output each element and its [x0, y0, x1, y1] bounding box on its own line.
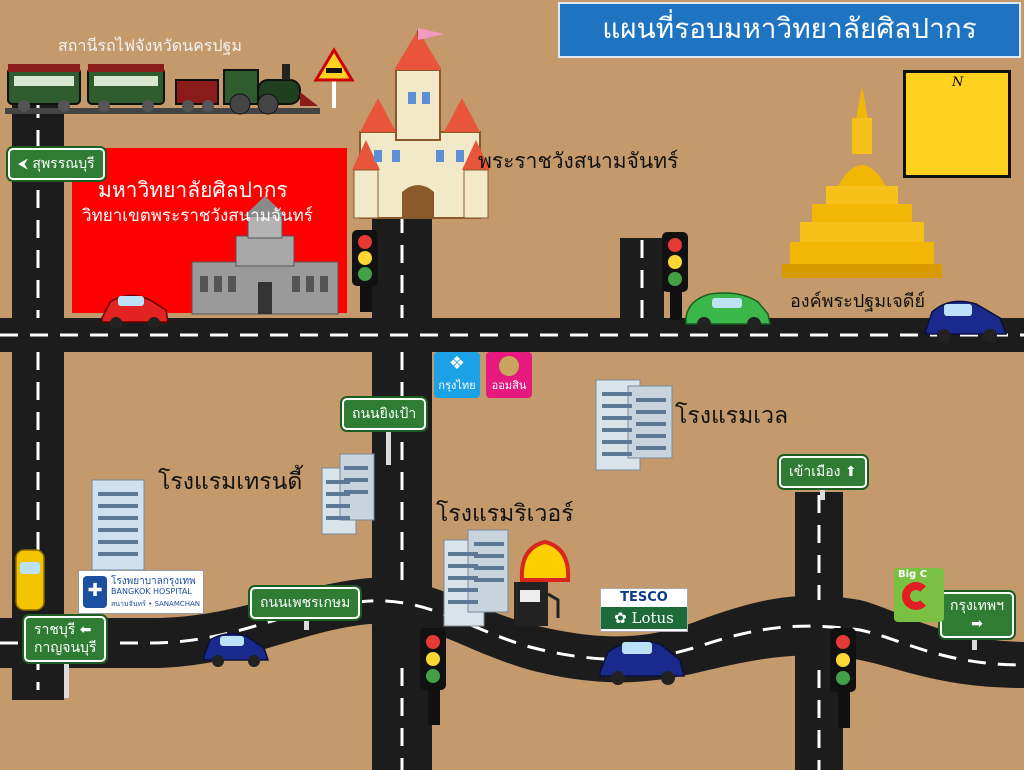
arrow-left-icon: ⬅ [79, 622, 92, 638]
car-yellow-taxi [15, 549, 45, 611]
car-blue-center [599, 640, 685, 685]
label-chedi: องค์พระปฐมเจดีย์ [790, 291, 925, 312]
label-hotel-river: โรงแรมริเวอร์ [436, 501, 574, 527]
railway-crossing-sign [313, 47, 355, 108]
compass-box: N [903, 70, 1011, 178]
sign-phetkasem-road: ถนนเพชรเกษม [250, 587, 361, 619]
hospital-thai-name: โรงพยาบาลกรุงเทพ [111, 576, 196, 587]
bangkok-hospital-logo: ✚ โรงพยาบาลกรุงเทพ BANGKOK HOSPITAL สนาม… [78, 570, 204, 614]
sign-suphanburi: ⮜ สุพรรณบุรี [8, 148, 105, 180]
tesco-label: TESCO [620, 590, 668, 605]
sign-kanchanaburi-label: กาญจนบุรี [34, 640, 97, 656]
sign-city: เข้าเมือง ⬆ [779, 456, 867, 488]
lotus-label: Lotus [631, 609, 674, 627]
train-illustration [5, 64, 320, 115]
big-c-label: Big C [898, 569, 928, 580]
hospital-branch: สนามจันทร์ • SANAMCHAN [111, 600, 201, 608]
sign-bangkok: กรุงเทพฯ ➡ [940, 592, 1014, 638]
sign-bangkok-label: กรุงเทพฯ [950, 598, 1004, 614]
map-title: แผนที่รอบมหาวิทยาลัยศิลปากร [558, 2, 1021, 58]
gsb-emblem-icon [499, 356, 519, 376]
krungthai-label: กรุงไทย [438, 379, 476, 392]
hospital-cross-icon: ✚ [83, 576, 107, 608]
hospital-english-name: BANGKOK HOSPITAL [111, 587, 192, 596]
sign-yingpao-road: ถนนยิงเป้า [342, 398, 427, 430]
traffic-light-hotel-road [662, 232, 688, 320]
traffic-light-palace [352, 230, 378, 312]
lotus-row: ✿ Lotus [601, 607, 687, 629]
sign-ratchaburi-kanchanaburi: ราชบุรี ⬅ กาญจนบุรี [24, 616, 107, 662]
arrow-up-icon: ⬆ [844, 464, 857, 480]
krungthai-bird-icon: ❖ [448, 353, 466, 374]
sign-city-label: เข้าเมือง [789, 464, 841, 480]
label-hotel-well: โรงแรมเวล [675, 403, 789, 429]
car-red [101, 294, 169, 329]
palace-castle [352, 28, 490, 219]
arrow-right-icon: ➡ [971, 616, 983, 632]
label-university-name: มหาวิทยาลัยศิลปากร [98, 178, 288, 202]
hotel-well-buildings [595, 379, 673, 471]
label-hotel-trendy: โรงแรมเทรนดี้ [158, 469, 303, 495]
sign-ratchaburi-label: ราชบุรี [34, 622, 76, 638]
big-c-mark-icon [902, 582, 930, 610]
gsb-label: ออมสิน [491, 379, 527, 392]
phra-pathom-chedi [782, 86, 942, 278]
label-palace: พระราชวังสนามจันทร์ [478, 149, 679, 173]
big-c-logo: Big C [894, 568, 944, 622]
sign-posts [64, 425, 977, 698]
car-green [685, 292, 771, 331]
hotel-river-buildings [443, 529, 509, 627]
compass-north-label: N [952, 75, 964, 90]
label-university-campus: วิทยาเขตพระราชวังสนามจันทร์ [82, 206, 313, 226]
sign-suphanburi-label: สุพรรณบุรี [32, 156, 95, 172]
university-building [191, 196, 339, 315]
label-train-station: สถานีรถไฟจังหวัดนครปฐม [58, 36, 242, 55]
train-car-2 [87, 64, 165, 112]
hospital-building [91, 479, 145, 571]
train-locomotive [223, 64, 318, 115]
gsb-logo: ออมสิน [486, 352, 532, 398]
tesco-lotus-logo: TESCO ✿ Lotus [600, 588, 688, 632]
shell-gas-station [514, 539, 571, 626]
train-car-1 [7, 64, 81, 112]
arrow-left-icon: ⮜ [18, 156, 28, 172]
traffic-light-phetkasem-center [420, 628, 446, 725]
lotus-flower-icon: ✿ [614, 609, 627, 627]
krungthai-logo: ❖ กรุงไทย [434, 352, 480, 398]
train-tender [175, 79, 219, 112]
car-blue-top [925, 300, 1008, 343]
traffic-light-phetkasem-right [830, 628, 856, 728]
car-blue-left [203, 633, 270, 667]
hotel-trendy-buildings [321, 453, 375, 535]
